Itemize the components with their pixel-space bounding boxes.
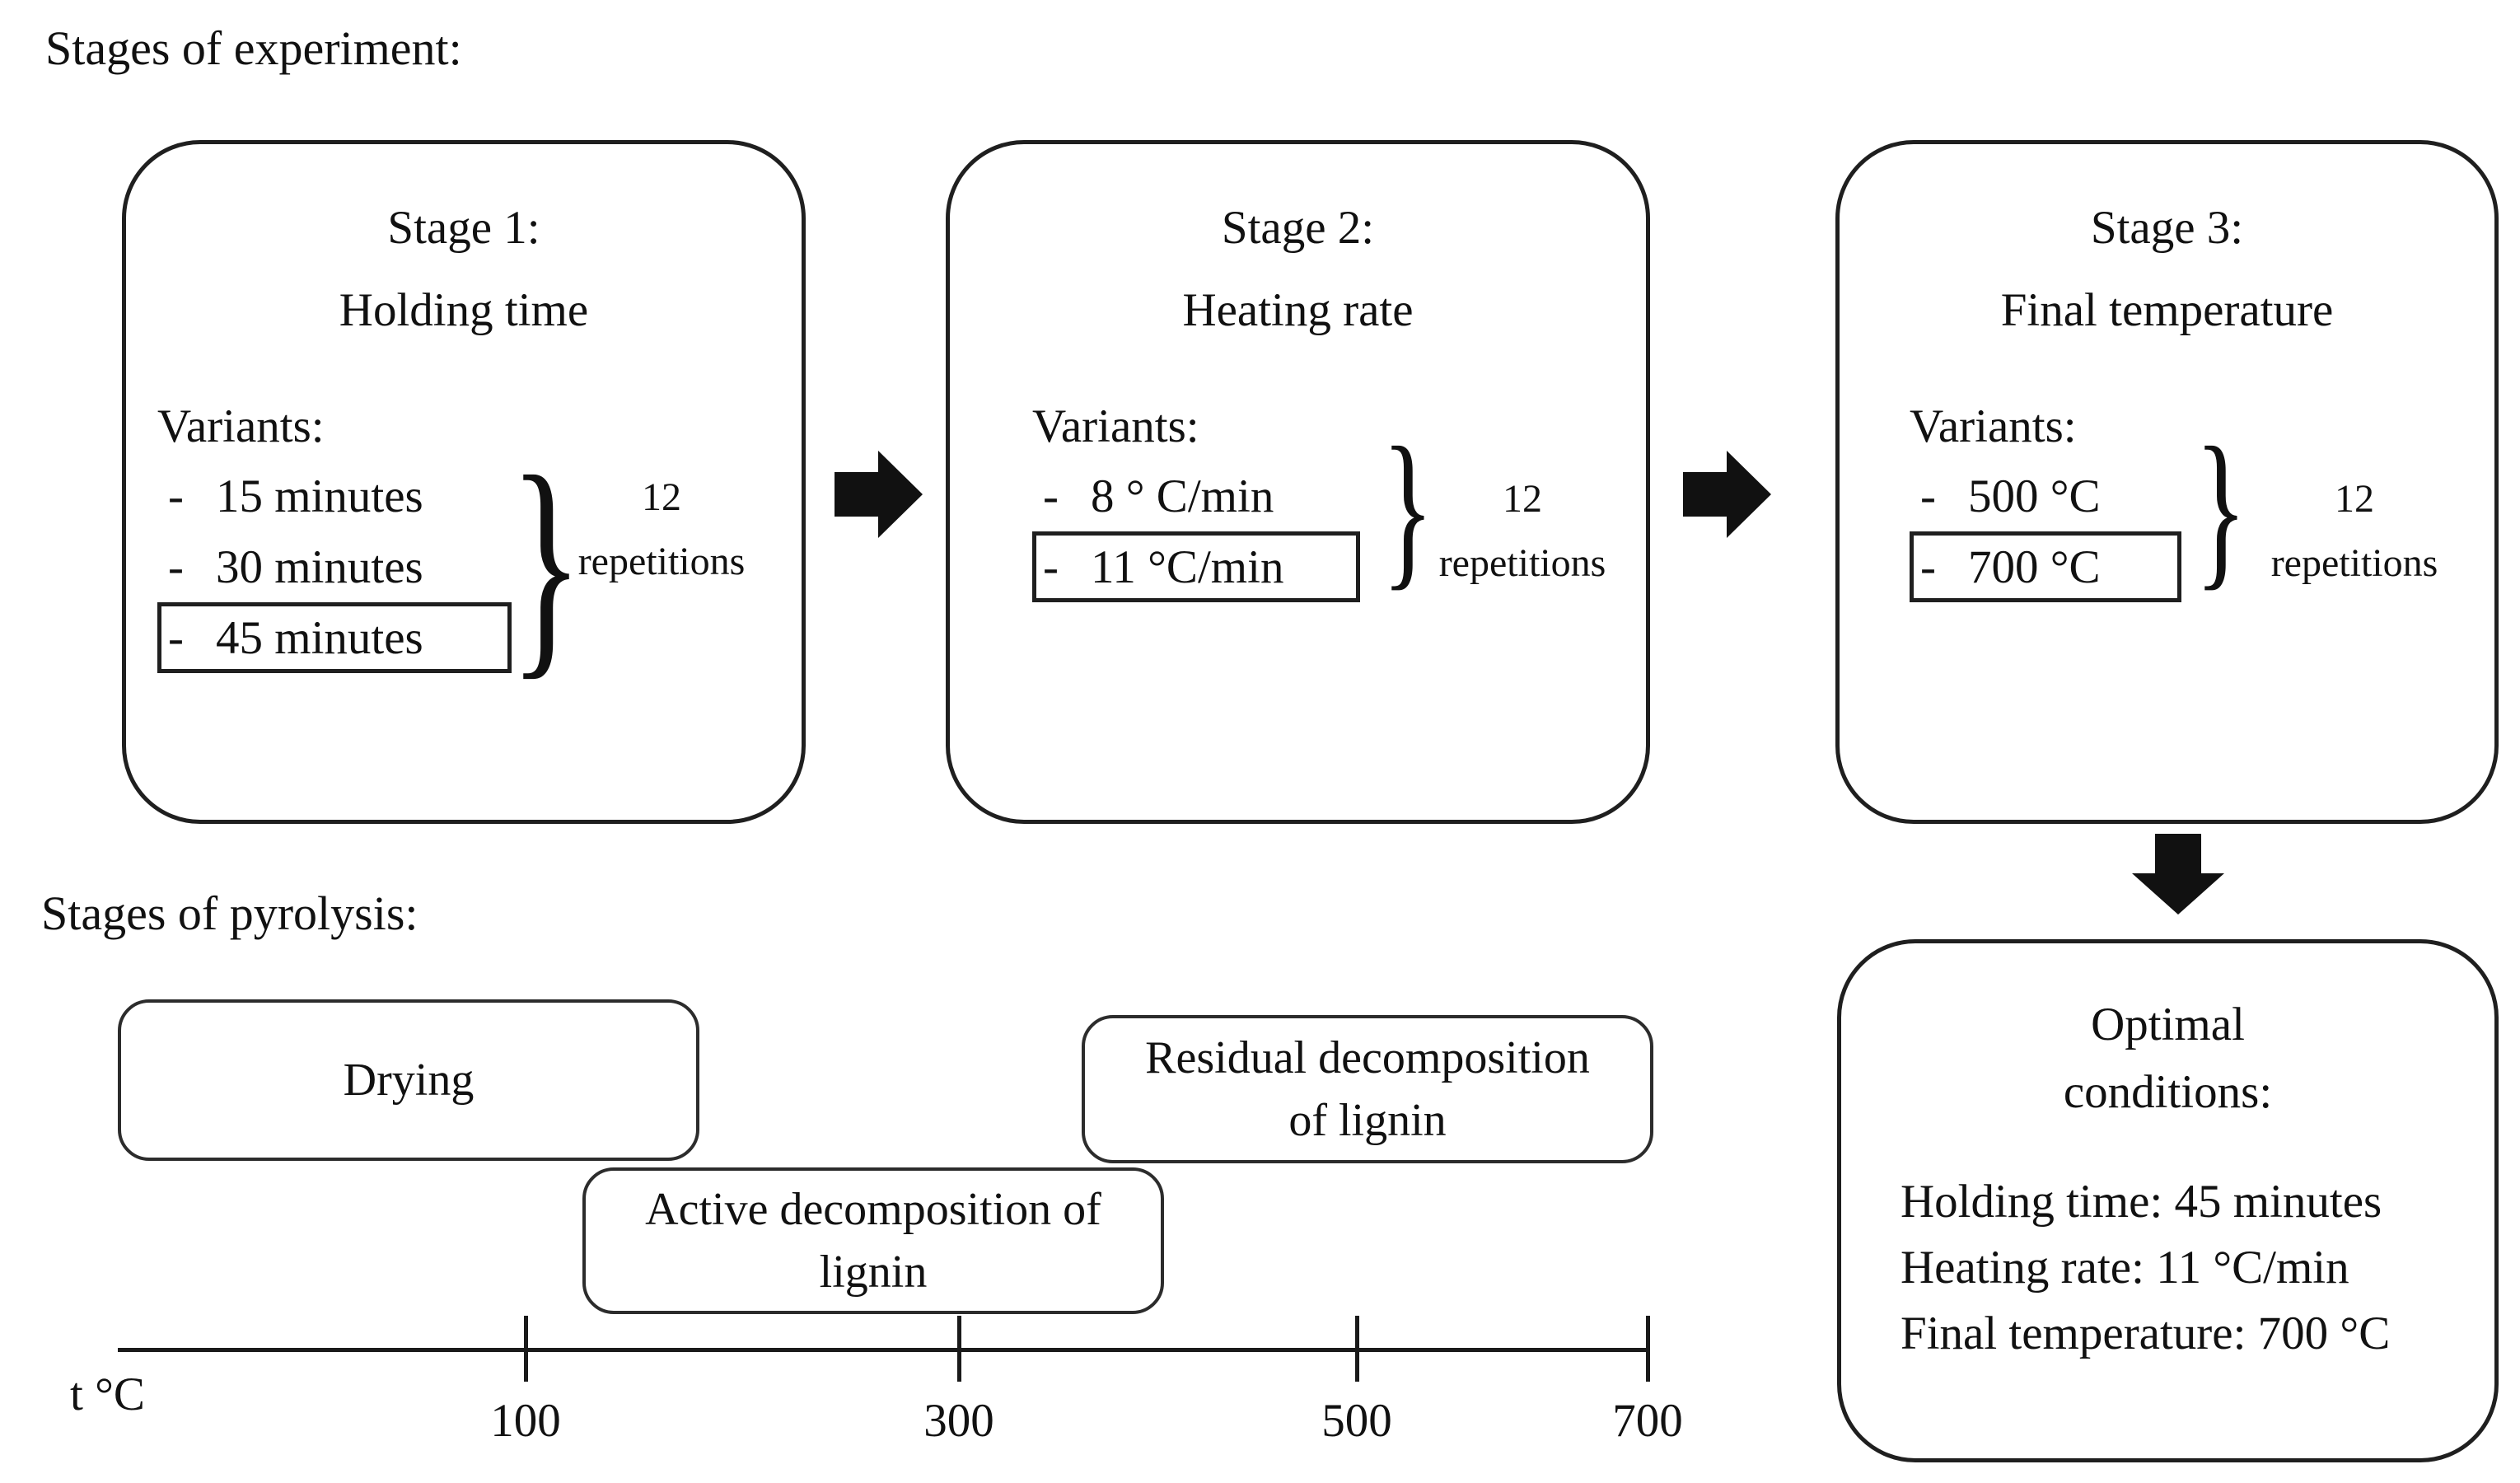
axis-label-500: 500 [1321, 1395, 1392, 1447]
stage1-variants-label: Variants: [157, 400, 325, 452]
axis-tick-700 [1646, 1316, 1650, 1382]
optimal-heating-rate: Heating rate: 11 °C/min [1901, 1242, 2349, 1294]
optimal-final-temperature: Final temperature: 700 °C [1901, 1308, 2391, 1359]
dash-bullet: - [168, 540, 184, 593]
stage2-variant-8cmin: - 8 ° C/min [1043, 470, 1274, 522]
experiment-section-title: Stages of experiment: [45, 21, 462, 75]
arrow-down-icon [2132, 834, 2224, 915]
stage1-title: Stage 1: Holding time [126, 144, 802, 352]
stage3-title-line2: Final temperature [2000, 284, 2334, 336]
stage1-box: Stage 1: Holding time Variants: - 15 min… [122, 140, 806, 824]
stage2-title-line1: Stage 2: [1221, 202, 1375, 254]
stage1-variants: Variants: - 15 minutes - 30 minutes - 45… [157, 391, 512, 673]
stage3-variant-700c-selected: - 700 °C [1910, 531, 2181, 602]
stage1-variant-15min: - 15 minutes [168, 470, 423, 522]
pyrolysis-stage-residual-decomposition: Residual decomposition of lignin [1082, 1015, 1653, 1163]
arrow-right-icon [1683, 451, 1771, 538]
stage2-title-line2: Heating rate [1182, 284, 1414, 336]
dash-bullet: - [168, 470, 184, 522]
stage1-brace-icon: } [509, 426, 583, 699]
stage3-box: Stage 3: Final temperature Variants: - 5… [1835, 140, 2499, 824]
optimal-conditions-title: Optimal conditions: [2063, 999, 2273, 1118]
stage2-repetitions: 12 repetitions [1438, 477, 1606, 585]
temperature-axis [118, 1348, 1650, 1352]
axis-label-300: 300 [923, 1395, 994, 1447]
stage2-brace-icon: } [1382, 411, 1434, 605]
axis-tick-300 [957, 1316, 961, 1382]
stage3-variants-label: Variants: [1910, 400, 2077, 452]
stage2-variants-label: Variants: [1032, 400, 1199, 452]
stage3-title-line1: Stage 3: [2090, 202, 2244, 254]
stage1-title-line1: Stage 1: [387, 202, 540, 254]
dash-bullet: - [1043, 470, 1059, 522]
axis-tick-100 [524, 1316, 528, 1382]
pyrolysis-stage-active-decomposition: Active decomposition of lignin [582, 1167, 1164, 1314]
optimal-conditions-values: Holding time: 45 minutes Heating rate: 1… [1841, 1169, 2494, 1367]
optimal-holding-time: Holding time: 45 minutes [1901, 1176, 2382, 1228]
axis-label-100: 100 [490, 1395, 561, 1447]
stage3-variants: Variants: - 500 °C - 700 °C [1910, 391, 2181, 602]
dash-bullet: - [1920, 470, 1936, 522]
axis-label-700: 700 [1612, 1395, 1683, 1447]
stage3-repetitions: 12 repetitions [2270, 477, 2438, 585]
stage3-variant-500c: - 500 °C [1920, 470, 2101, 522]
stage1-repetitions: 12 repetitions [577, 475, 746, 583]
dash-bullet: - [1920, 540, 1936, 593]
arrow-right-icon [835, 451, 923, 538]
stage2-variants: Variants: - 8 ° C/min - 11 °C/min [1032, 391, 1360, 602]
optimal-conditions-box: Optimal conditions: Holding time: 45 min… [1837, 939, 2499, 1462]
stage1-variant-45min-selected: - 45 minutes [157, 602, 512, 673]
stage1-variant-30min: - 30 minutes [168, 540, 423, 593]
axis-unit-label: t °C [70, 1368, 145, 1420]
stage1-title-line2: Holding time [339, 284, 589, 336]
stage2-box: Stage 2: Heating rate Variants: - 8 ° C/… [946, 140, 1650, 824]
axis-tick-500 [1355, 1316, 1359, 1382]
dash-bullet: - [1043, 540, 1059, 593]
stage3-title: Stage 3: Final temperature [1840, 144, 2494, 352]
stage2-title: Stage 2: Heating rate [950, 144, 1646, 352]
pyrolysis-section-title: Stages of pyrolysis: [41, 887, 418, 940]
pyrolysis-stage-drying: Drying [118, 999, 699, 1161]
stage3-brace-icon: } [2195, 411, 2247, 605]
stage2-variant-11cmin-selected: - 11 °C/min [1032, 531, 1360, 602]
dash-bullet: - [168, 611, 184, 664]
